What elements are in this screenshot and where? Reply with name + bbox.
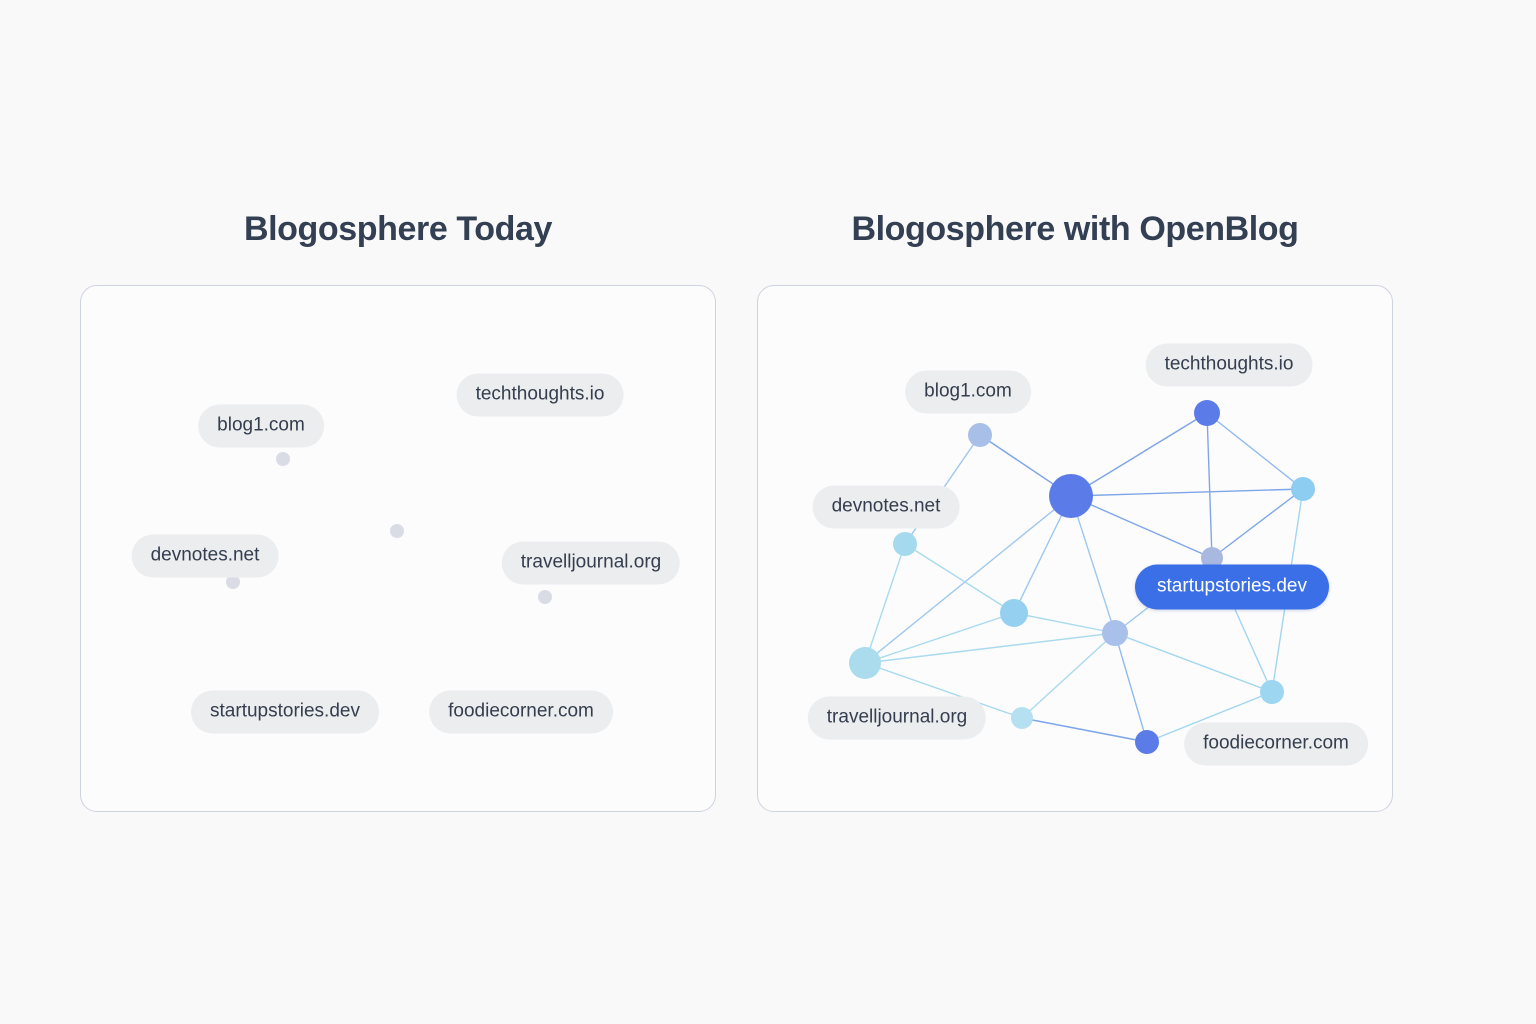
graph-edge	[864, 662, 1023, 719]
graph-edge	[1070, 412, 1208, 497]
graph-node[interactable]	[1135, 730, 1159, 754]
graph-edge	[864, 612, 1015, 664]
graph-edge	[1070, 488, 1304, 497]
graph-node[interactable]	[968, 423, 992, 447]
graph-edge	[1206, 412, 1213, 559]
graph-edge	[864, 543, 906, 664]
graph-edge	[1021, 632, 1116, 719]
blog-label-travelljournal-org[interactable]: travelljournal.org	[501, 541, 681, 585]
graph-edge	[1211, 488, 1304, 559]
blog-label-techthoughts-io[interactable]: techthoughts.io	[1145, 343, 1313, 387]
graph-node[interactable]	[538, 590, 552, 604]
graph-edge	[1070, 495, 1213, 559]
graph-edge	[1013, 612, 1116, 634]
graph-node[interactable]	[1260, 680, 1284, 704]
graph-node[interactable]	[1201, 547, 1223, 569]
graph-edge	[864, 632, 1116, 664]
blog-label-startupstories-dev[interactable]: startupstories.dev	[1135, 564, 1329, 610]
blog-label-devnotes-net[interactable]: devnotes.net	[131, 534, 279, 578]
graph-node[interactable]	[1291, 477, 1315, 501]
blog-label-blog1-com[interactable]: blog1.com	[905, 370, 1031, 414]
page-title-right: Blogosphere with OpenBlog	[851, 210, 1299, 248]
graph-node[interactable]	[276, 452, 290, 466]
blog-label-foodiecorner-com[interactable]: foodiecorner.com	[429, 690, 613, 734]
blog-label-devnotes-net[interactable]: devnotes.net	[812, 485, 960, 529]
graph-node[interactable]	[390, 524, 404, 538]
blog-label-startupstories-dev[interactable]: startupstories.dev	[191, 690, 379, 734]
graph-node[interactable]	[1011, 707, 1033, 729]
graph-node[interactable]	[1000, 599, 1028, 627]
graph-edge	[1114, 632, 1273, 693]
graph-edge	[904, 543, 1015, 614]
graph-edge	[1206, 412, 1304, 490]
graph-edge	[1146, 691, 1273, 743]
page-title-left: Blogosphere Today	[243, 210, 553, 248]
graph-canvas-today: blog1.com techthoughts.io devnotes.net trav…	[81, 286, 715, 811]
blog-label-techthoughts-io[interactable]: techthoughts.io	[456, 373, 624, 417]
graph-node[interactable]	[1194, 400, 1220, 426]
graph-edge	[864, 495, 1072, 664]
graph-node[interactable]	[1102, 620, 1128, 646]
graph-edge	[1114, 632, 1148, 743]
graph-node[interactable]	[1049, 474, 1093, 518]
graph-edges	[864, 412, 1304, 743]
graph-node[interactable]	[226, 575, 240, 589]
blog-label-blog1-com[interactable]: blog1.com	[198, 404, 324, 448]
blog-label-foodiecorner-com[interactable]: foodiecorner.com	[1184, 722, 1368, 766]
graph-node[interactable]	[849, 647, 881, 679]
graph-edge	[1070, 495, 1116, 634]
graph-edge	[1021, 717, 1148, 743]
panel-blogosphere-openblog: blog1.com techthoughts.io devnotes.net star…	[757, 285, 1393, 812]
panel-blogosphere-today: blog1.com techthoughts.io devnotes.net trav…	[80, 285, 716, 812]
graph-node[interactable]	[893, 532, 917, 556]
blog-label-travelljournal-org[interactable]: travelljournal.org	[807, 696, 987, 740]
graph-canvas-openblog: blog1.com techthoughts.io devnotes.net star…	[758, 286, 1392, 811]
